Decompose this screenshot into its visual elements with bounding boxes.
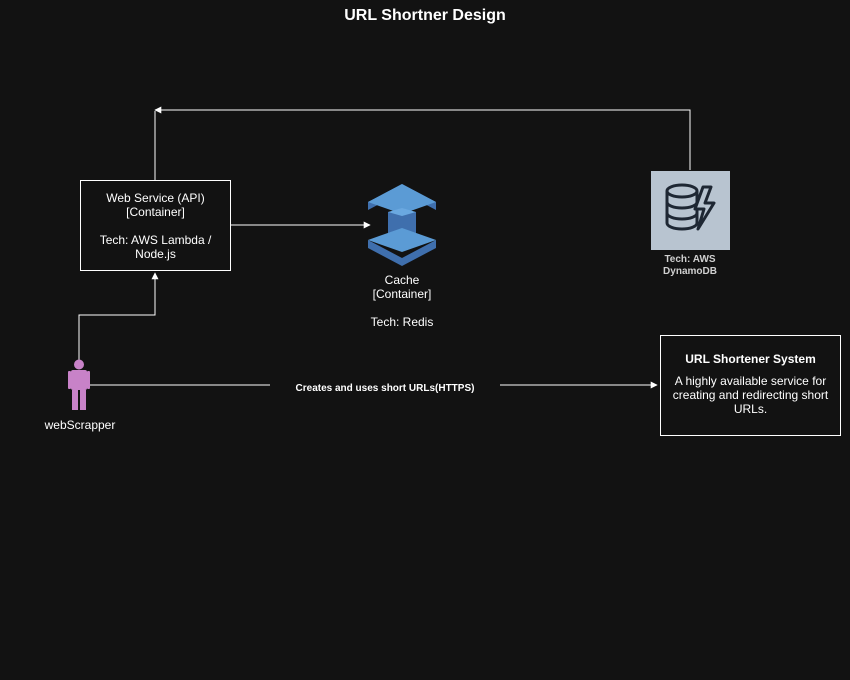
cache-name: Cache <box>384 273 420 287</box>
web-service-container[interactable]: Web Service (API) [Container] Tech: AWS … <box>80 180 231 271</box>
cache-tech: Tech: Redis <box>370 315 434 329</box>
edge-person-to-webservice <box>78 272 159 360</box>
dynamodb-tech-line2: DynamoDB <box>663 266 717 277</box>
cache-label: Cache [Container] Tech: Redis <box>342 273 462 329</box>
dynamodb-tech-line1: Tech: AWS <box>664 254 716 265</box>
url-shortener-system[interactable]: URL Shortener System A highly available … <box>660 335 841 436</box>
web-service-kind: [Container] <box>126 204 185 219</box>
person-icon[interactable] <box>68 359 90 411</box>
dynamodb-icon[interactable] <box>651 171 730 250</box>
system-description: A highly available service for creating … <box>672 374 829 416</box>
dynamodb-label: Tech: AWS DynamoDB <box>640 254 740 278</box>
edge-label-person-system: Creates and uses short URLs(HTTPS) <box>270 383 500 394</box>
edge-dynamodb-to-webservice <box>154 106 691 170</box>
web-service-name: Web Service (API) <box>106 190 205 205</box>
system-name: URL Shortener System <box>685 352 816 366</box>
web-service-tech: Tech: AWS Lambda / Node.js <box>99 232 212 261</box>
cache-kind: [Container] <box>372 287 432 301</box>
diagram-title: URL Shortner Design <box>344 7 506 24</box>
elasticache-icon[interactable] <box>366 184 438 266</box>
actor-label: webScrapper <box>44 418 116 432</box>
